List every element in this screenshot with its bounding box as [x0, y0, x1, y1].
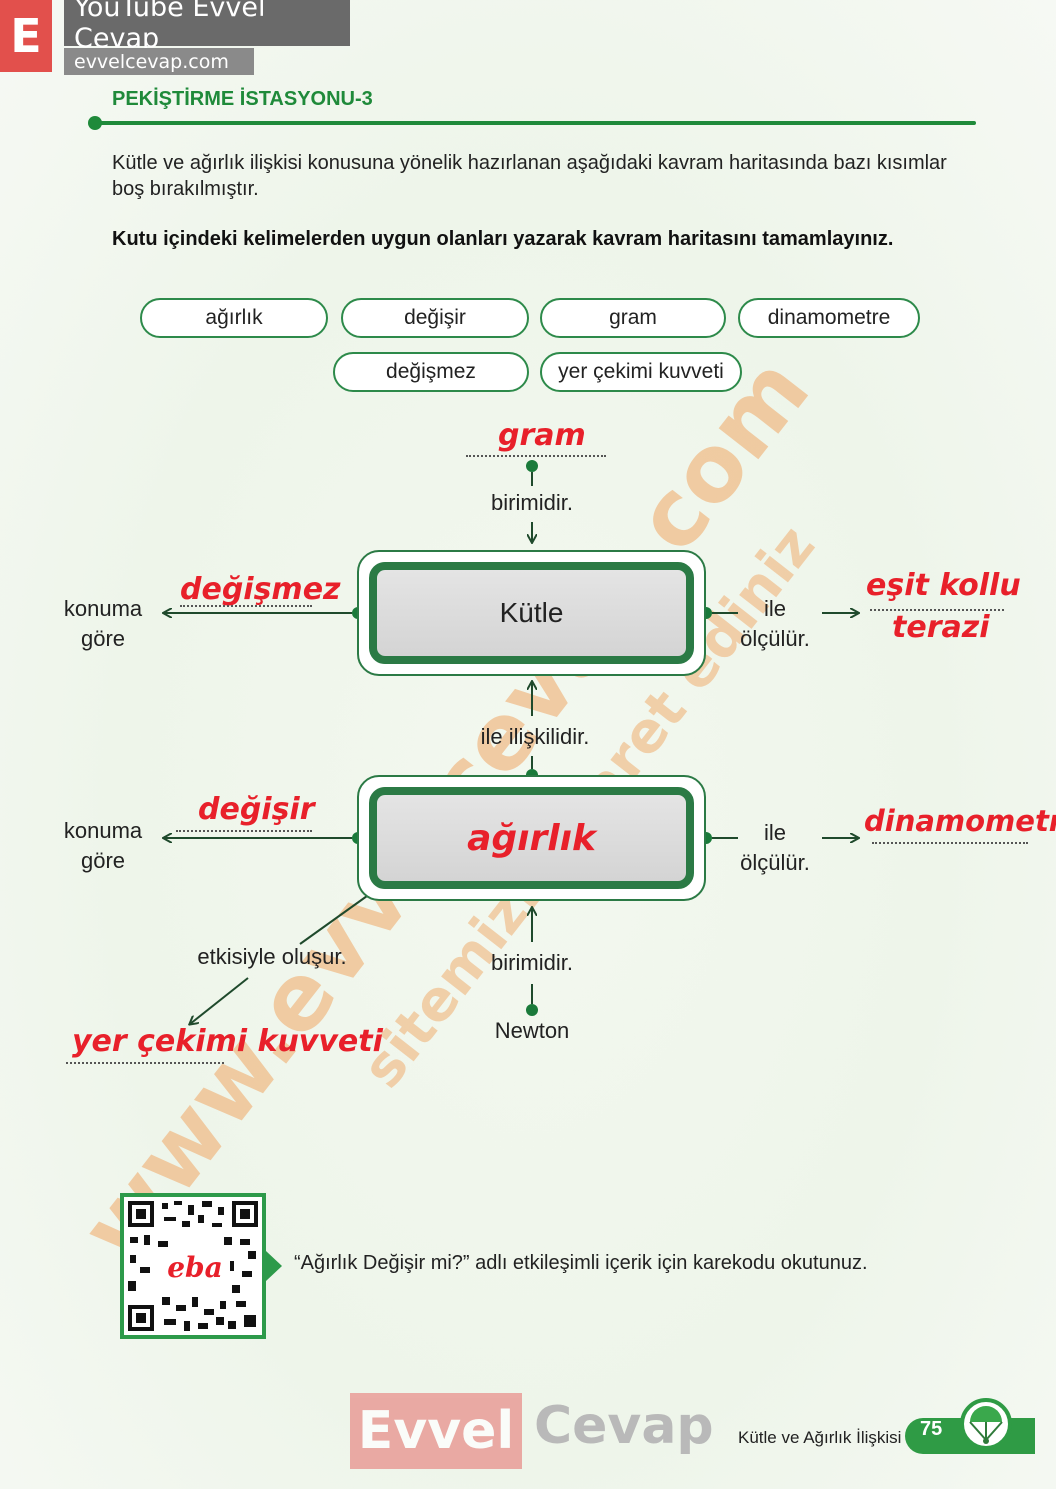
word-bank-item: değişmez [333, 352, 529, 392]
link-weight-unit: birimidir. [491, 950, 573, 975]
answer-line [872, 842, 1028, 844]
link-weight-cause: etkisiyle oluşur. [197, 944, 347, 969]
answer-weight-box: ağırlık [467, 817, 596, 859]
answer-line [66, 1062, 224, 1064]
link-weight-measure: ile ölçülür. [740, 820, 810, 875]
answer-weight-measure: dinamometre [864, 804, 1056, 838]
qr-pointer [266, 1251, 282, 1281]
word-bank-item: yer çekimi kuvveti [540, 352, 742, 392]
weight-unit-newton: Newton [494, 1018, 570, 1043]
eba-logo: eba [167, 1251, 223, 1284]
section-title: PEKİŞTİRME İSTASYONU-3 [112, 88, 373, 110]
concept-box-weight: ağırlık [357, 775, 706, 901]
answer-line [870, 609, 1004, 611]
concept-mass-label: Kütle [499, 597, 564, 628]
section-rule-dot [88, 116, 102, 130]
footer-topic: Kütle ve Ağırlık İlişkisi [738, 1428, 902, 1447]
answer-weight-cause: yer çekimi kuvveti [72, 1024, 383, 1059]
answer-mass-unit: gram [498, 418, 586, 453]
brand-logo-e: E [0, 0, 52, 72]
word-bank-item: gram [540, 298, 726, 338]
qr-caption: “Ağırlık Değişir mi?” adlı etkileşimli i… [294, 1252, 868, 1274]
answer-line [176, 830, 312, 832]
link-relation: ile ilişkilidir. [480, 724, 590, 749]
answer-line [466, 455, 606, 457]
qr-code[interactable]: eba [120, 1193, 266, 1339]
intro-text: Kütle ve ağırlık ilişkisi konusuna yönel… [112, 152, 947, 200]
link-mass-measure: ile ölçülür. [740, 596, 810, 651]
answer-line [180, 605, 312, 607]
word-bank-item: dinamometre [738, 298, 920, 338]
word-bank-item: ağırlık [140, 298, 328, 338]
brand-url: evvelcevap.com [64, 48, 254, 75]
parachute-icon [960, 1398, 1012, 1450]
page-number: 75 [920, 1418, 943, 1440]
link-mass-position: konuma göre [63, 596, 143, 651]
answer-weight-position: değişir [198, 792, 315, 827]
link-mass-unit: birimidir. [491, 490, 573, 515]
word-bank-item: değişir [341, 298, 529, 338]
answer-mass-position: değişmez [180, 572, 341, 607]
instruction-text: Kutu içindeki kelimelerden uygun olanlar… [112, 228, 894, 250]
section-rule [96, 121, 976, 125]
answer-mass-measure-2: terazi [892, 610, 990, 645]
footer-brand-cevap: Cevap [534, 1396, 714, 1456]
footer-brand-evvel: Evvel [350, 1393, 522, 1469]
link-weight-position: konuma göre [63, 818, 143, 873]
concept-box-mass: Kütle [357, 550, 706, 676]
answer-mass-measure-1: eşit kollu [866, 568, 1021, 603]
qr-code-icon [124, 1197, 262, 1335]
